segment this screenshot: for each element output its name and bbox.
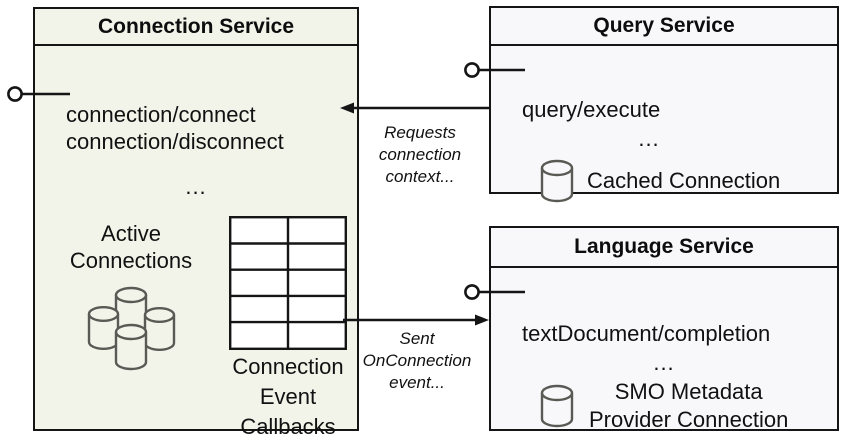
edge-arrow-connection-to-language [343, 314, 489, 326]
edge-label-line1: Sent [399, 329, 435, 348]
edge-label-requests-connection-context: Requests connection context... [355, 122, 485, 188]
active-connections-label-line1: Active [101, 221, 161, 246]
smo-metadata-provider-label-line1: SMO Metadata [614, 379, 763, 404]
query-service-body: query/execute ... Cached Connection [491, 46, 837, 203]
cylinder-stack-icon [81, 281, 189, 373]
database-cylinder-icon [539, 383, 575, 429]
query-service-title: Query Service [491, 8, 837, 46]
connection-service-component[interactable]: Connection Service connection/connect co… [33, 7, 359, 436]
active-connections-label-line2: Connections [69, 248, 193, 273]
edge-label-line3: event... [389, 373, 445, 392]
database-cylinder-icon [539, 158, 575, 204]
api-endpoint-connection-disconnect: connection/disconnect [66, 129, 284, 154]
language-service-component[interactable]: Language Service textDocument/completion… [489, 226, 839, 432]
smo-metadata-provider-label: SMO Metadata Provider Connection [589, 378, 788, 434]
callbacks-label-line3: Callbacks [240, 414, 336, 436]
edge-arrow-query-to-connection [340, 102, 489, 114]
edge-label-line2: OnConnection [362, 351, 472, 370]
edge-label-line3: context... [385, 167, 455, 186]
edge-label-sent-onconnection-event: Sent OnConnection event... [349, 328, 485, 394]
query-service-component[interactable]: Query Service query/execute ... Cached C… [489, 6, 839, 203]
query-service-api-ellipsis: ... [638, 126, 660, 151]
callbacks-label-line1: Connection [232, 354, 344, 379]
query-service-api-list: query/execute [522, 96, 837, 123]
cached-connection-store: Cached Connection [539, 158, 780, 204]
language-service-api-list: textDocument/completion [522, 320, 837, 347]
connection-service-api-ellipsis: ... [185, 174, 207, 199]
callbacks-label-line2: Event [259, 384, 317, 409]
language-service-api-ellipsis: ... [653, 350, 675, 375]
edge-label-line2: connection [378, 145, 462, 164]
connection-service-body: connection/connect connection/disconnect… [35, 46, 357, 436]
api-endpoint-textdocument-completion: textDocument/completion [522, 321, 771, 346]
connection-service-title: Connection Service [35, 9, 357, 46]
cached-connection-label: Cached Connection [587, 168, 781, 193]
smo-metadata-provider-store: SMO Metadata Provider Connection [539, 378, 788, 434]
connection-event-callbacks-table [229, 216, 347, 350]
api-endpoint-connection-connect: connection/connect [66, 102, 256, 127]
language-service-title: Language Service [491, 228, 837, 268]
active-connections-label: Active Connections [47, 220, 215, 274]
connection-event-callbacks-label: Connection Event Callbacks [217, 352, 359, 436]
connection-service-api-list: connection/connect connection/disconnect [66, 101, 357, 155]
smo-metadata-provider-label-line2: Provider Connection [589, 407, 789, 432]
api-endpoint-query-execute: query/execute [522, 97, 661, 122]
language-service-body: textDocument/completion ... SMO Metadata… [491, 268, 837, 432]
edge-label-line1: Requests [384, 123, 456, 142]
